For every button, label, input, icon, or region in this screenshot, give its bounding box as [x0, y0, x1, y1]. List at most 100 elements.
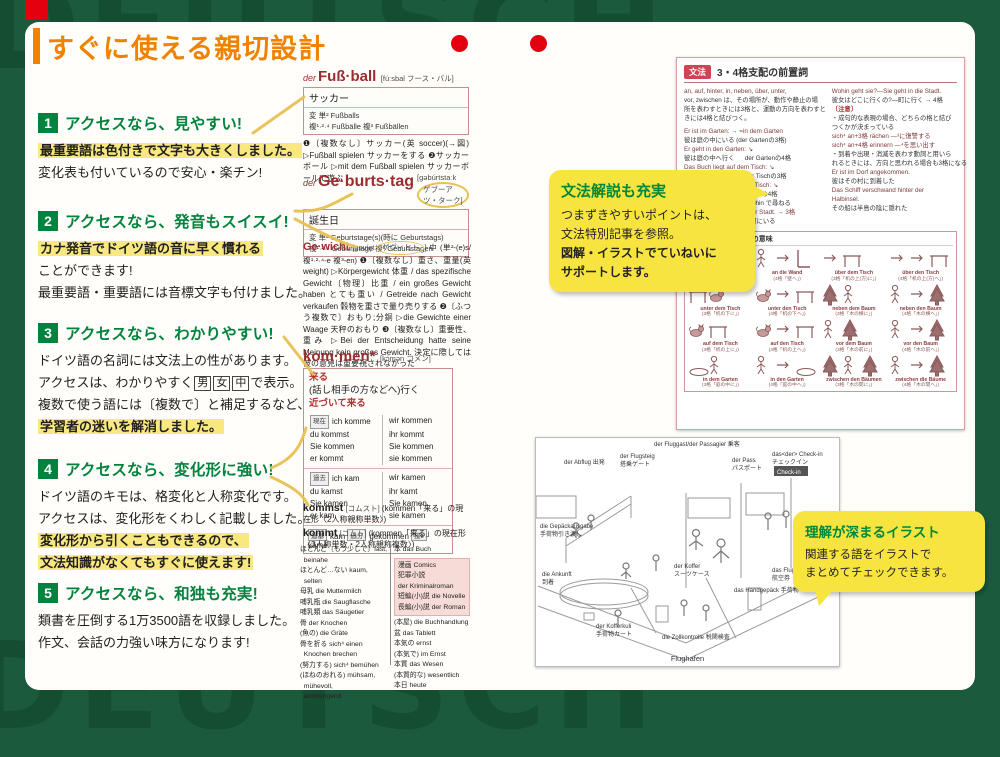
preposition-illustration	[823, 254, 861, 267]
grammar-text-line: 彼はその村に到着した	[831, 178, 895, 185]
highlighted-text: 文法知識がなくてもすぐに使えます!	[38, 555, 254, 570]
definition: (kommen「来る」の現在形〈3人称単数・2人称親称複数〉)	[303, 529, 466, 549]
highlighted-text: 変化形から引くこともできるので、	[38, 533, 249, 548]
illustration-japanese-label: (4格「机の下へ」)	[768, 312, 806, 317]
illustration-japanese-label: (4格「机の上へ」)	[768, 347, 806, 353]
pronunciation: [コムト]	[339, 529, 367, 538]
wordlist-line: 本日 heute	[394, 682, 427, 689]
pronunciation: [fúːsbal フース・バル]	[380, 74, 454, 83]
grammar-text-line: 彼は庭の中へ行く der Gartenの4格	[684, 155, 792, 162]
airport-label: der Koffer スーツケース	[674, 564, 710, 578]
pronunciation-ipa: [ɡəvíçt	[352, 243, 377, 252]
preposition-illustration	[890, 254, 948, 267]
airport-label: die Zollkontrolle 税関検査	[662, 635, 730, 641]
wordlist-line: (魚の) die Gräte	[300, 630, 348, 637]
wordlist-line: 長編(小)説 der Roman	[398, 603, 466, 611]
preposition-illustration	[890, 319, 945, 341]
illustration-cell: in den Garten(4格「庭の中へ」)	[755, 355, 820, 390]
callout-text-line: つまずきやすいポイントは、	[561, 208, 718, 222]
grammar-text-line: その船は半島の陰に隠れた	[831, 205, 908, 212]
illustration-cell: über den Tisch(4格「机の上(方)へ」)	[888, 248, 953, 283]
illustration-japanese-label: (3格「机の下に」)	[701, 312, 739, 317]
grammar-text-line: 彼女はどこに行くの?―町に行く → 4格	[831, 97, 943, 104]
dict-entry-kommst-kommt: kommst [コムスト] (kommen「来る」の現在形〈2人称親称単数〉) …	[303, 503, 469, 553]
illustration-german-label: über den Tisch	[902, 270, 940, 276]
airport-label: der Flugsteig 搭乗ゲート	[620, 454, 655, 468]
illustration-german-label: neben den Baum	[899, 305, 942, 312]
callout-illustration: 理解が深まるイラスト 関連する語をイラストでまとめてチェックできます。	[793, 511, 985, 606]
illustration-cell: zwischen den Bäumen(3格「木の間に」)	[822, 354, 887, 390]
illustration-grid: an der Wand(3格「壁に」)an die Wand(4格「壁へ」)üb…	[688, 248, 953, 389]
wordlist-line: der Kriminalroman	[398, 582, 454, 590]
feature-title: アクセスなら、変化形に強い!	[65, 462, 274, 479]
airport-label: der Fluggast/der Passagier 乗客	[654, 442, 740, 448]
airport-label: das<der> Check-in チェックイン	[772, 452, 823, 466]
gloss: 誕生日	[309, 216, 339, 227]
illustration-japanese-label: (4格「木の間へ」)	[902, 383, 940, 388]
wordlist-line: Knochen brechen	[300, 651, 358, 658]
wordlist-line: ほとんど〔もう少しで〕fast,	[300, 546, 387, 553]
illustration-german-label: unter dem Tisch	[700, 305, 741, 312]
illustration-japanese-label: (4格「木の前へ」)	[902, 347, 940, 353]
preposition-illustration	[756, 288, 815, 303]
grammar-text-line: ・到着や出現・消滅を表わす動詞と用いら	[831, 151, 952, 158]
feature-number: 2	[38, 211, 58, 231]
pronunciation-kana: ゲブーアツ・ターク]	[417, 182, 469, 208]
illustration-cell: in dem Garten(3格「庭の中に」)	[688, 355, 753, 390]
preposition-illustration	[756, 248, 811, 268]
grammar-info: 中 (単²-(e)s/複¹·²·⁴-e 複³-en)	[303, 243, 471, 265]
grammar-text-line: sich⁴ an+4格 erinnern ―⁴を思い出す	[831, 142, 936, 149]
illustration-cell: auf dem Tisch(3格「机の上に」)	[688, 319, 753, 354]
pronunciation: [コムスト]	[345, 504, 380, 513]
illustration-german-label: auf den Tisch	[770, 341, 804, 347]
illustration-cell: vor dem Baum(3格「木の前に」)	[822, 319, 887, 354]
grammar-text-line: Halbinsel.	[831, 196, 860, 203]
grammar-text-line: Er ist im Garten: → =in dem Garten	[684, 128, 783, 135]
illustration-german-label: neben dem Baum	[832, 305, 876, 312]
dict-entry-kommen: kom·men* [kɔ́mən コメン] 来る(話し相手の方などへ)行く近づい…	[303, 348, 453, 554]
preposition-illustration	[822, 283, 853, 305]
airport-label: die Gepäckausgabe 手荷物引き渡し	[540, 524, 594, 538]
illustration-japanese-label: (3格「木の間に」)	[835, 383, 873, 388]
wordlist-line: 哺乳瓶 die Saugflasche	[300, 598, 371, 606]
illustration-cell: neben dem Baum(3格「木の横に」)	[822, 283, 887, 319]
illustration-cell: unter den Tisch(4格「机の下へ」)	[755, 284, 820, 319]
pronunciation-close: ]	[424, 243, 427, 252]
feature-title: アクセスなら、発音もスイスイ!	[65, 214, 289, 231]
preposition-illustration	[689, 323, 728, 338]
airport-label: die Ankunft 到着	[542, 572, 572, 586]
pronunciation: [kɔ́mən コメン]	[379, 354, 431, 363]
grammar-right-column: Wohin geht sie?―Sie geht in die Stadt.彼女…	[831, 87, 967, 226]
highlighted-text: 最重要語は色付きで文字も大きくしました。	[38, 143, 303, 158]
gender-box: 女	[213, 376, 231, 391]
airport-label: der Pass パスポート	[732, 458, 763, 472]
headword: kom·men*	[303, 348, 376, 365]
wordlist-line: 犯罪小説	[398, 572, 426, 579]
headword: Fuß·ball	[318, 68, 377, 85]
headword: Ge·wicht	[303, 241, 350, 253]
callout-text-line: サポートします。	[561, 265, 656, 279]
callout-title: 理解が深まるイラスト	[805, 525, 940, 540]
feature-number: 1	[38, 113, 58, 133]
illustration-japanese-label: (3格「木の横に」)	[835, 312, 873, 317]
feature-text-line: 変化表も付いているので安心・楽チン!	[38, 165, 263, 180]
red-dot	[451, 35, 468, 52]
article: der	[303, 73, 317, 83]
